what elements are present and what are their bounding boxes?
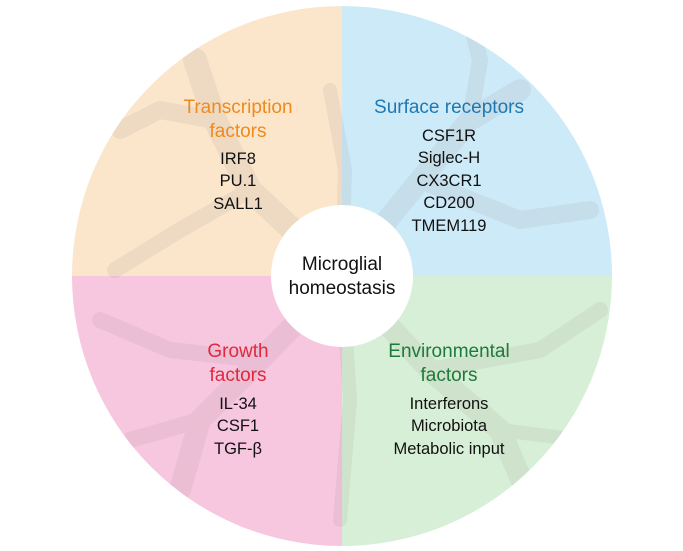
quadrant-title-line: factors [420, 365, 477, 386]
quadrant-title-line: Transcription [183, 97, 292, 118]
quadrant-title-line: Growth [207, 341, 268, 362]
list-item: SALL1 [213, 195, 263, 213]
quadrant-growth-factors: Growth factors IL-34 CSF1 TGF-β [207, 341, 268, 458]
list-item: CSF1R [422, 127, 476, 145]
list-item: CX3CR1 [416, 172, 481, 190]
list-item: IRF8 [220, 150, 256, 168]
list-item: Microbiota [411, 417, 488, 435]
list-item: TGF-β [214, 440, 262, 458]
quadrant-environmental-factors: Environmental factors Interferons Microb… [388, 341, 509, 458]
list-item: Siglec-H [418, 149, 480, 167]
quadrant-title-line: Environmental [388, 341, 509, 362]
center-label-line2: homeostasis [289, 278, 396, 299]
list-item: CSF1 [217, 417, 259, 435]
center-circle [271, 205, 413, 347]
center-label-line1: Microglial [302, 254, 382, 275]
quadrant-surface-receptors: Surface receptors CSF1R Siglec-H CX3CR1 … [374, 97, 524, 235]
quadrant-title-line: factors [209, 121, 266, 142]
list-item: IL-34 [219, 395, 257, 413]
list-item: TMEM119 [412, 217, 487, 235]
quadrant-title-line: factors [209, 365, 266, 386]
list-item: Interferons [410, 395, 489, 413]
quadrant-title-line: Surface receptors [374, 97, 524, 118]
quadrant-transcription-factors: Transcription factors IRF8 PU.1 SALL1 [183, 97, 292, 213]
list-item: Metabolic input [394, 440, 505, 458]
list-item: PU.1 [220, 172, 257, 190]
list-item: CD200 [423, 194, 474, 212]
